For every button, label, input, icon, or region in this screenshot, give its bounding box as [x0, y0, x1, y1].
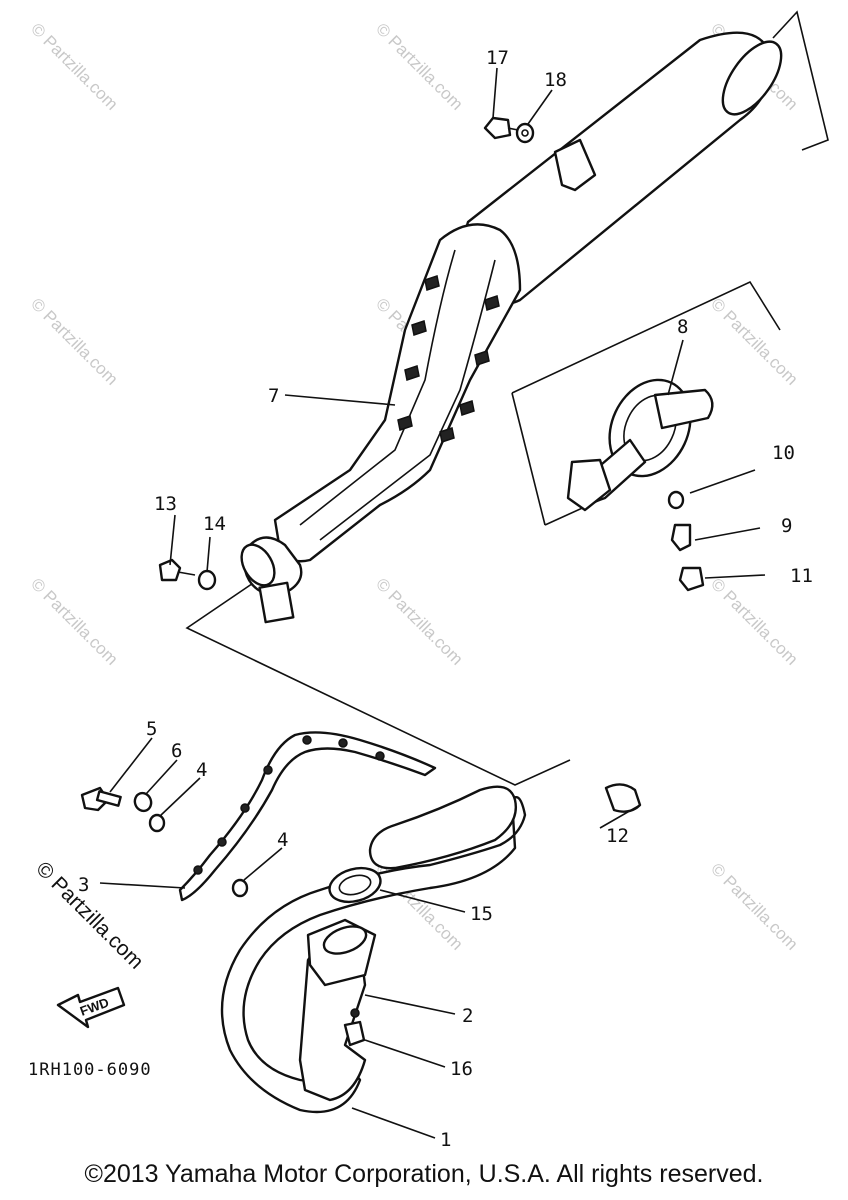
leader-lines [99, 67, 766, 1139]
watermark: © Partzilla.com [27, 294, 121, 388]
assembly-outlines [185, 10, 829, 786]
watermark-dark: © Partzilla.com [31, 857, 147, 973]
spark-arrester [566, 378, 714, 512]
watermark: © Partzilla.com [27, 19, 121, 113]
callout-3: 3 [78, 874, 89, 896]
fwd-arrow: FWD [56, 986, 126, 1029]
callout-2: 2 [462, 1005, 473, 1027]
callout-15: 15 [470, 903, 493, 925]
watermark: © Partzilla.com [707, 294, 801, 388]
callout-10: 10 [772, 442, 795, 464]
callout-5: 5 [146, 718, 157, 740]
drawing-code: 1RH100-6090 [28, 1060, 152, 1080]
watermark: © Partzilla.com [707, 859, 801, 953]
callouts: 1 2 3 4 4 5 6 7 8 9 10 11 12 13 14 15 16… [78, 47, 813, 1151]
callout-6: 6 [171, 740, 182, 762]
callout-18: 18 [544, 69, 567, 91]
watermark: © Partzilla.com [372, 19, 466, 113]
callout-17: 17 [486, 47, 509, 69]
callout-8: 8 [677, 316, 688, 338]
watermark: © Partzilla.com [27, 574, 121, 668]
muffler [240, 31, 783, 624]
callout-13: 13 [154, 493, 177, 515]
watermark: © Partzilla.com [707, 574, 801, 668]
hardware [80, 116, 705, 1047]
callout-7: 7 [268, 385, 279, 407]
callout-1: 1 [440, 1129, 451, 1151]
exhaust-pipe [220, 785, 527, 1114]
callout-9: 9 [781, 515, 792, 537]
callout-12: 12 [606, 825, 629, 847]
callout-11: 11 [790, 565, 813, 587]
copyright-notice: ©2013 Yamaha Motor Corporation, U.S.A. A… [84, 1160, 764, 1188]
callout-16: 16 [450, 1058, 473, 1080]
callout-14: 14 [203, 513, 226, 535]
heat-protector [178, 731, 437, 902]
callout-4: 4 [277, 829, 288, 851]
watermark: © Partzilla.com [372, 574, 466, 668]
callout-4: 4 [196, 759, 207, 781]
